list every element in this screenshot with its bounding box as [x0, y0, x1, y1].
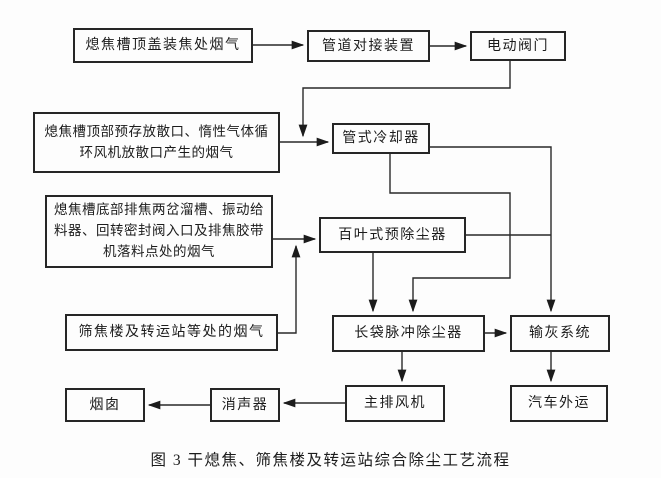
- node-louver-pre-deduster: 百叶式预除尘器: [319, 217, 466, 253]
- node-bottom-discharge-smoke: 熄焦槽底部排焦两岔溜槽、振动给料器、回转密封阀入口及排焦胶带机落料点处的烟气: [45, 195, 273, 268]
- node-pipe-docking-device: 管道对接装置: [307, 30, 430, 62]
- edge-cooler-to-ash: [430, 146, 556, 313]
- node-chimney: 烟囱: [65, 388, 145, 422]
- node-truck-transport: 汽车外运: [510, 385, 608, 422]
- node-top-cover-smoke: 熄焦槽顶盖装焦处烟气: [73, 28, 253, 63]
- edge-sieve-to-pre-dust: [278, 244, 301, 334]
- node-main-exhaust-fan: 主排风机: [345, 385, 445, 422]
- node-sieve-station-smoke: 筛焦楼及转运站等处的烟气: [65, 314, 278, 351]
- node-tube-cooler: 管式冷却器: [332, 123, 430, 154]
- node-electric-valve: 电动阀门: [470, 31, 566, 61]
- node-silencer: 消声器: [210, 388, 280, 422]
- edge-valve-to-cooler: [298, 61, 511, 138]
- node-top-vent-smoke: 熄焦槽顶部预存放散口、惰性气体循环风机放散口产生的烟气: [33, 112, 280, 173]
- node-long-bag-pulse-deduster: 长袋脉冲除尘器: [332, 315, 485, 352]
- figure-caption: 图 3 干熄焦、筛焦楼及转运站综合除尘工艺流程: [150, 452, 511, 469]
- node-ash-conveying-system: 输灰系统: [510, 315, 610, 352]
